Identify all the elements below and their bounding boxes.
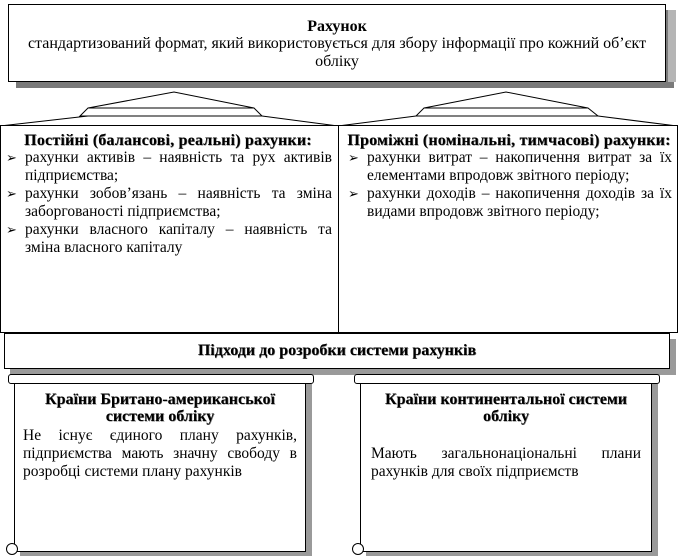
temporary-accounts-column: Проміжні (номінальні, тимчасові) рахунки… — [346, 132, 672, 221]
arrow-bullet-icon: ➢ — [6, 186, 17, 201]
anglo-scroll-roll — [8, 374, 314, 384]
continental-scroll-roll — [354, 374, 660, 384]
approaches-band: Підходи до розробки системи рахунків — [4, 333, 670, 369]
temporary-list: ➢ рахунки витрат – накопичення витрат за … — [346, 149, 672, 221]
list-item: ➢ рахунки витрат – накопичення витрат за … — [346, 149, 672, 185]
arrow-bullet-icon: ➢ — [348, 150, 359, 165]
panel-divider — [338, 125, 339, 333]
account-title: Рахунок — [307, 18, 367, 35]
permanent-accounts-column: Постійні (балансові, реальні) рахунки: ➢… — [4, 132, 332, 257]
list-item-text: рахунки витрат – накопичення витрат за ї… — [367, 149, 672, 184]
permanent-list: ➢ рахунки активів – наявність та рух акти… — [4, 149, 332, 257]
right-connector-stem-a — [337, 115, 417, 127]
continental-scroll: Країни континентальної системи обліку Ма… — [360, 380, 652, 552]
account-description: стандартизований формат, який використов… — [27, 35, 647, 70]
account-box-side — [668, 10, 676, 82]
right-connector — [423, 91, 589, 109]
continental-text: Мають загальнонаціональні плани рахунків… — [371, 445, 641, 480]
list-item: ➢ рахунки активів – наявність та рух акти… — [4, 149, 332, 185]
accounts-types-panel — [0, 125, 678, 333]
list-item: ➢ рахунки зобов’язань – наявність та змін… — [4, 185, 332, 221]
continental-heading: Країни континентальної системи обліку — [384, 391, 628, 425]
temporary-heading: Проміжні (номінальні, тимчасові) рахунки… — [347, 132, 671, 149]
list-item-text: рахунки зобов’язань – наявність та зміна… — [25, 185, 332, 220]
anglo-text: Не існує єдиного плану рахунків, підприє… — [23, 427, 297, 480]
arrow-bullet-icon: ➢ — [6, 150, 17, 165]
right-connector-stem-b — [597, 115, 678, 127]
right-connector-face — [414, 107, 600, 117]
anglo-american-scroll: Країни Британо-американської системи обл… — [14, 380, 306, 552]
list-item-text: рахунки активів – наявність та рух актив… — [25, 149, 332, 184]
left-connector — [87, 91, 255, 109]
list-item: ➢ рахунки власного капіталу – наявність т… — [4, 221, 332, 257]
account-box: Рахунок стандартизований формат, який ви… — [8, 4, 666, 82]
list-item-text: рахунки власного капіталу – наявність та… — [25, 221, 332, 256]
continental-scroll-curl — [352, 543, 364, 555]
list-item-text: рахунки доходів – накопичення доходів за… — [367, 185, 672, 220]
arrow-bullet-icon: ➢ — [348, 186, 359, 201]
list-item: ➢ рахунки доходів – накопичення доходів з… — [346, 185, 672, 221]
left-connector-stem-b — [261, 115, 339, 127]
arrow-bullet-icon: ➢ — [6, 222, 17, 237]
anglo-scroll-curl — [6, 543, 18, 555]
permanent-heading: Постійні (балансові, реальні) рахунки: — [24, 132, 312, 149]
left-connector-stem-a — [0, 115, 89, 127]
left-connector-face — [78, 107, 264, 117]
anglo-heading: Країни Британо-американської системи обл… — [44, 391, 275, 425]
